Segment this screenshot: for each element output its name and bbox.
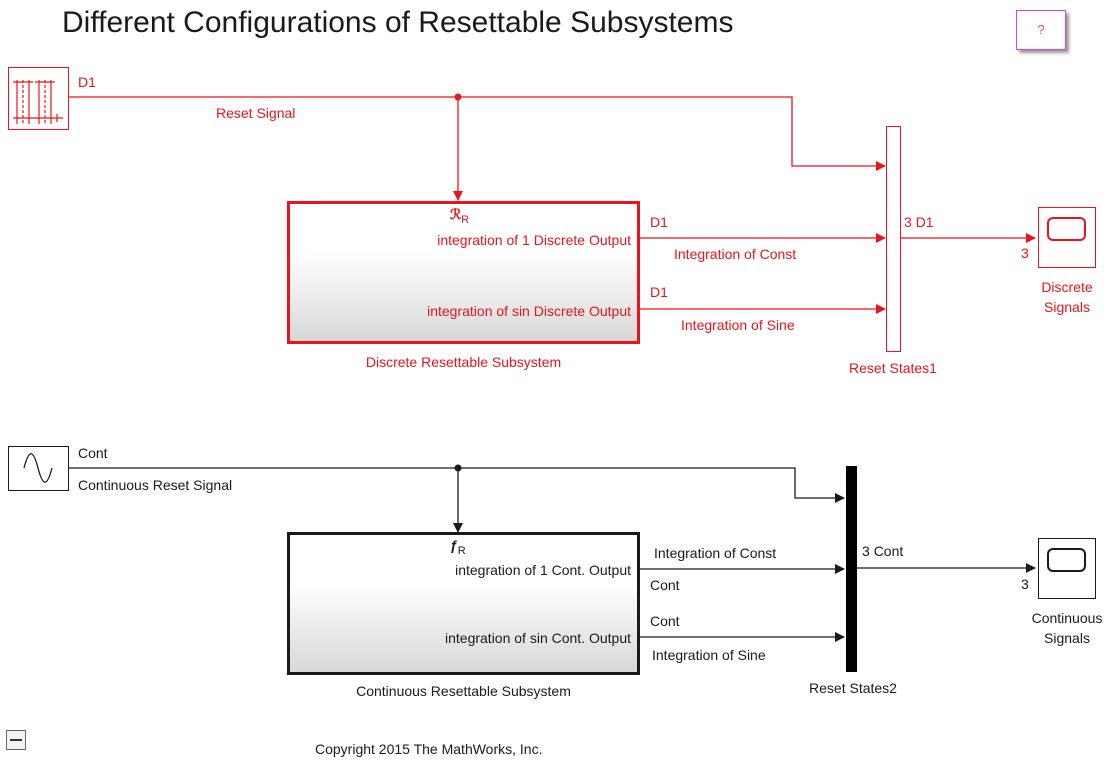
discrete-reset-port-icon: ℛR [450, 206, 470, 226]
continuous-mux-name: Reset States2 [809, 680, 897, 696]
continuous-mux-output-label: 3 Cont [862, 543, 904, 559]
discrete-output-port-1: integration of 1 Discrete Output [437, 232, 631, 248]
scope-screen-icon [1047, 217, 1086, 241]
discrete-resettable-subsystem[interactable]: ℛR integration of 1 Discrete Output inte… [287, 201, 640, 344]
continuous-scope-input-dims: 3 [1021, 576, 1029, 592]
discrete-output-port-2: integration of sin Discrete Output [427, 303, 631, 319]
continuous-output-port-1: integration of 1 Cont. Output [455, 562, 631, 578]
discrete-const-rate-label: D1 [650, 214, 668, 230]
discrete-scope-input-dims: 3 [1021, 245, 1029, 261]
discrete-scope-block[interactable] [1038, 207, 1096, 268]
continuous-const-signal-label[interactable]: Integration of Const [654, 545, 777, 561]
discrete-scope-name: Discrete Signals [1041, 279, 1093, 315]
discrete-reset-signal-label[interactable]: Reset Signal [216, 105, 296, 121]
help-button[interactable]: ? [1016, 10, 1066, 50]
minus-icon [10, 739, 22, 741]
continuous-mux-block[interactable] [846, 466, 857, 672]
continuous-resettable-subsystem[interactable]: ƒR integration of 1 Cont. Output integra… [287, 532, 640, 675]
continuous-reset-signal-label[interactable]: Continuous Reset Signal [78, 477, 233, 493]
discrete-mux-name: Reset States1 [849, 360, 937, 376]
discrete-sine-rate-label: D1 [650, 284, 668, 300]
continuous-const-rate-label: Cont [650, 577, 680, 593]
continuous-output-port-2: integration of sin Cont. Output [445, 630, 631, 646]
collapse-button[interactable] [6, 730, 26, 750]
continuous-sine-signal-label[interactable]: Integration of Sine [652, 647, 766, 663]
pulse-generator-icon [13, 80, 63, 124]
continuous-subsystem-name: Continuous Resettable Subsystem [356, 683, 571, 699]
continuous-branch-point [454, 464, 462, 472]
continuous-source-rate-label: Cont [78, 445, 108, 461]
scope-screen-icon [1047, 548, 1086, 572]
copyright-text: Copyright 2015 The MathWorks, Inc. [315, 741, 543, 757]
continuous-reset-wire [69, 467, 845, 503]
discrete-mux-output-label: 3 D1 [904, 214, 934, 230]
discrete-mux-block[interactable] [886, 126, 901, 352]
sine-wave-block[interactable] [8, 446, 69, 491]
discrete-reset-wire [69, 96, 886, 171]
discrete-const-signal-label[interactable]: Integration of Const [674, 246, 797, 262]
continuous-reset-port-icon: ƒR [450, 537, 466, 557]
continuous-scope-block[interactable] [1038, 538, 1096, 599]
continuous-sine-rate-label: Cont [650, 613, 680, 629]
discrete-sine-signal-label[interactable]: Integration of Sine [681, 317, 795, 333]
pulse-generator-block[interactable] [8, 67, 69, 130]
discrete-source-rate-label: D1 [78, 74, 96, 90]
continuous-scope-name: Continuous Signals [1031, 610, 1103, 646]
sine-wave-icon [23, 453, 53, 483]
discrete-branch-point [454, 93, 462, 101]
diagram-title: Different Configurations of Resettable S… [62, 6, 734, 39]
discrete-subsystem-name: Discrete Resettable Subsystem [365, 354, 562, 370]
